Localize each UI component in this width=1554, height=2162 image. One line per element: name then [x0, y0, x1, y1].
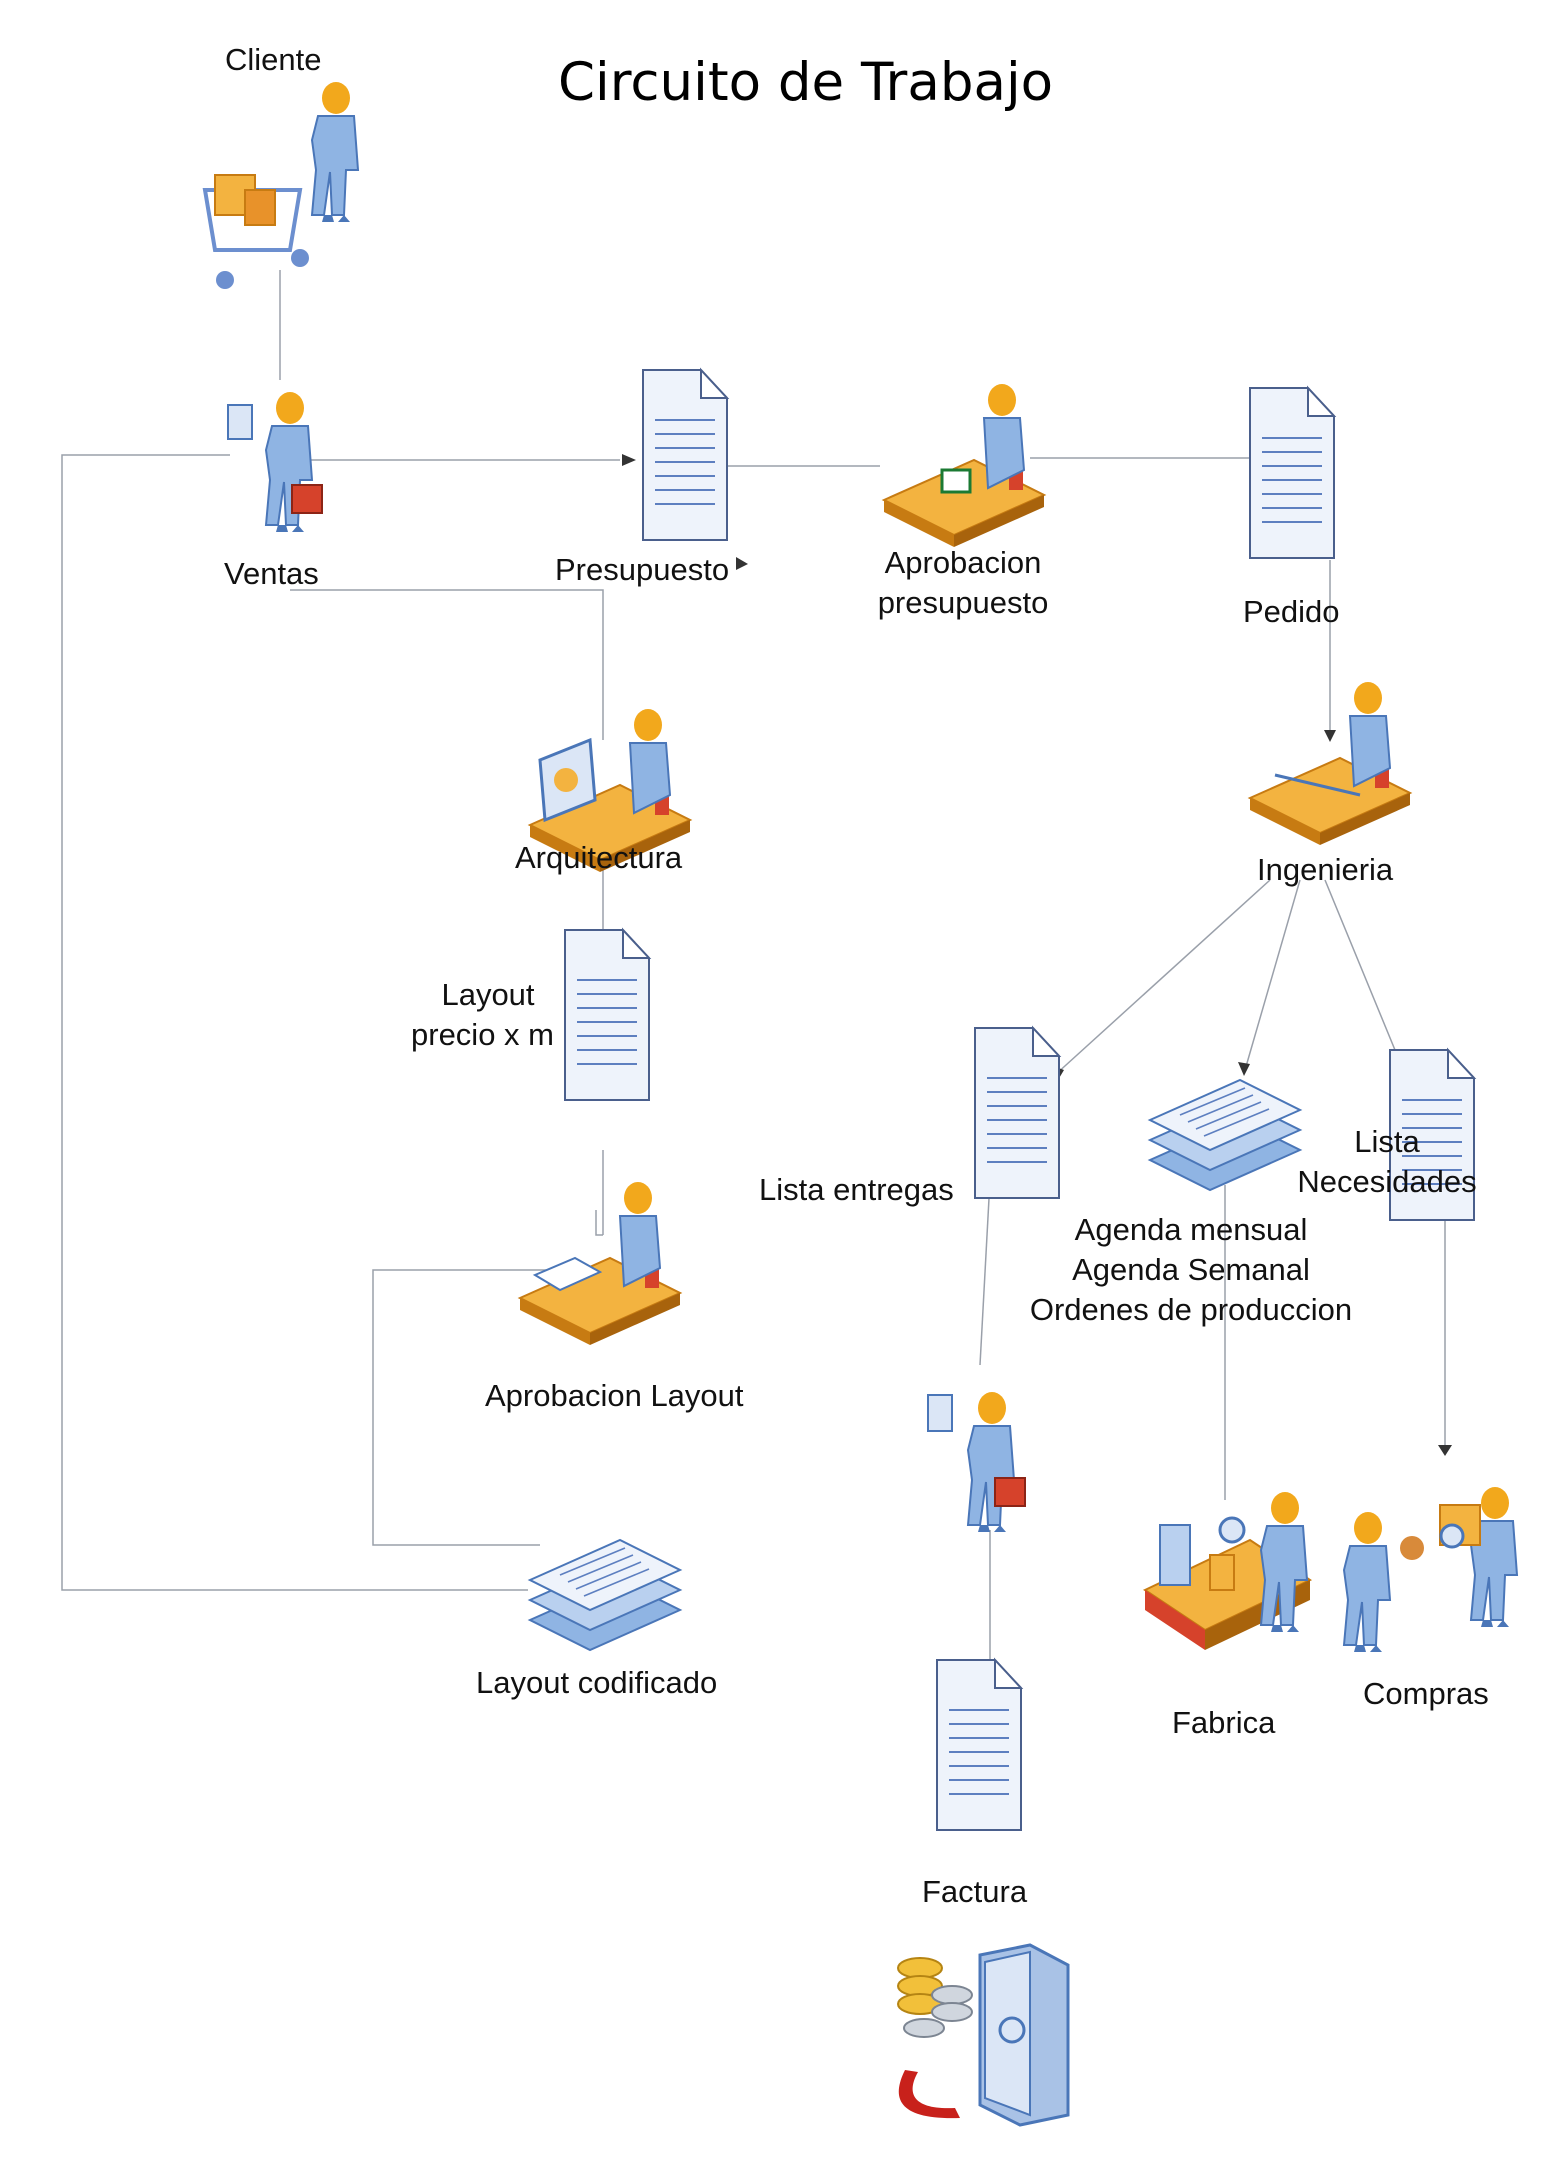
cliente-cart-icon: [202, 81, 359, 289]
arquitectura-desk-icon: [529, 708, 691, 873]
fabrica-factory-icon: [1142, 1491, 1313, 1650]
ventas-person-icon: [227, 391, 323, 533]
label-agenda-semanal: Agenda Semanal: [1072, 1252, 1310, 1287]
label-ventas: Ventas: [224, 556, 319, 591]
label-aprobacion-presupuesto-2: presupuesto: [877, 585, 1049, 620]
layout-codificado-stack-icon: [529, 1539, 681, 1651]
label-factura: Factura: [922, 1874, 1028, 1909]
lista-entregas-doc-icon: [974, 1027, 1060, 1199]
label-presupuesto: Presupuesto: [555, 552, 730, 587]
pedido-doc-icon: [1249, 387, 1335, 559]
label-layout-precio-2: precio x m: [411, 1017, 554, 1052]
safe-coins-icon: [897, 1943, 1070, 2127]
label-ordenes-produccion: Ordenes de produccion: [1029, 1292, 1353, 1327]
label-cliente: Cliente: [225, 42, 322, 77]
label-lista-necesidades-1: Lista: [1354, 1124, 1420, 1159]
label-layout-codificado: Layout codificado: [476, 1665, 718, 1700]
diagram-title: Circuito de Trabajo: [558, 52, 1054, 113]
label-ingenieria: Ingenieria: [1257, 852, 1394, 887]
factura-doc-icon: [936, 1659, 1022, 1831]
label-compras: Compras: [1363, 1676, 1489, 1711]
label-agenda-mensual: Agenda mensual: [1074, 1212, 1308, 1247]
aprobacion-layout-desk-icon: [519, 1181, 681, 1346]
ingenieria-desk-icon: [1249, 681, 1411, 846]
agenda-stack-icon: [1149, 1079, 1301, 1191]
label-arquitectura: Arquitectura: [515, 840, 683, 875]
aprobacion-presupuesto-desk-icon: [883, 383, 1045, 548]
entregas-person-icon: [927, 1391, 1026, 1533]
compras-persons-icon: [1343, 1486, 1518, 1653]
label-lista-necesidades-2: Necesidades: [1297, 1164, 1477, 1199]
label-lista-entregas: Lista entregas: [759, 1172, 954, 1207]
label-aprobacion-presupuesto-1: Aprobacion: [884, 545, 1042, 580]
flow-lines: [61, 270, 1452, 1688]
label-layout-precio-1: Layout: [441, 977, 535, 1012]
layout-precio-doc-icon: [564, 929, 650, 1101]
label-fabrica: Fabrica: [1172, 1705, 1276, 1740]
presupuesto-doc-icon: [642, 369, 728, 541]
label-aprobacion-layout: Aprobacion Layout: [485, 1378, 744, 1413]
label-pedido: Pedido: [1243, 594, 1340, 629]
